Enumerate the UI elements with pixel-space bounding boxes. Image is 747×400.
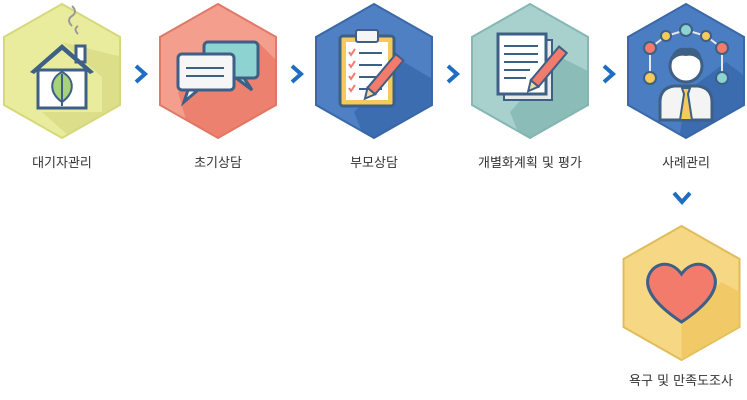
document-pencil-icon — [471, 2, 589, 140]
speech-bubbles-icon — [159, 2, 277, 140]
step-label: 개별화계획 및 평가 — [478, 156, 582, 171]
step-case-management: 사례관리 — [626, 2, 746, 171]
chevron-right-icon — [134, 64, 149, 84]
step-label: 부모상담 — [350, 156, 398, 171]
chevron-right-icon — [290, 64, 305, 84]
step-initial-consult: 초기상담 — [158, 2, 278, 171]
chevron-right-icon — [602, 64, 617, 84]
step-label: 대기자관리 — [32, 156, 92, 171]
person-network-icon — [627, 2, 745, 140]
step-parent-consult: 부모상담 — [314, 2, 434, 171]
heart-icon — [622, 224, 741, 362]
step-satisfaction-survey: 욕구 및 만족도조사 — [618, 224, 741, 389]
step-individual-plan: 개별화계획 및 평가 — [470, 2, 590, 171]
step-waitlist: 대기자관리 — [2, 2, 122, 171]
chevron-down-icon — [672, 191, 692, 206]
house-icon — [3, 2, 121, 140]
step-label: 욕구 및 만족도조사 — [629, 374, 733, 389]
step-label: 초기상담 — [194, 156, 242, 171]
clipboard-checklist-icon — [315, 2, 433, 140]
chevron-right-icon — [446, 64, 461, 84]
step-label: 사례관리 — [662, 156, 710, 171]
